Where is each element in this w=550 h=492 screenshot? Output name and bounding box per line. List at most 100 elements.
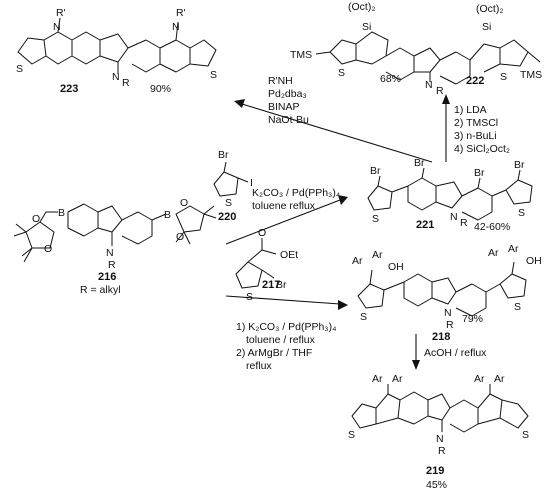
compound-222-structure [315,31,541,85]
atom-oh-218-right: OH [526,255,542,267]
atom-s-221-right: S [518,207,525,219]
compound-220-structure [213,161,249,197]
compound-218-structure [357,261,527,317]
cond-222-line-4: 4) SiCl₂Oct₂ [454,143,510,155]
atom-s-222-right: S [500,71,507,83]
atom-br-221-3: Br [474,167,485,179]
atom-n-216: N [106,247,114,259]
atom-ar-218-3: Ar [488,247,499,259]
atom-br-221-4: Br [514,159,525,171]
arrow-216-to-218 [225,295,348,310]
atom-r-221: R [460,217,468,229]
atom-b-216-left: B [58,207,65,219]
compound-221-yield: 42-60% [474,221,510,233]
atom-n-219: N [436,433,444,445]
cond-220-line-1: K₂CO₃ / Pd(PPh₃)₄ [252,187,340,199]
compound-216-label: 216 [98,271,116,283]
atom-o-217: O [258,227,266,239]
cond-223-line-2: Pd₂dba₃ [268,88,307,100]
atom-r-216: R [108,259,116,271]
atom-br-220: Br [218,149,229,161]
atom-ar-219-1: Ar [372,373,383,385]
compound-216-structure [13,203,217,263]
cond-219-line-1: AcOH / reflux [424,347,487,359]
atom-s-223-right: S [210,69,217,81]
atom-ar-218-4: Ar [508,243,519,255]
cond-217-line-1: 1) K₂CO₃ / Pd(PPh₃)₄ [236,321,336,333]
atom-n-223-left: N [53,21,61,33]
atom-ar-218-2: Ar [372,249,383,261]
compound-219-yield: 45% [426,479,447,491]
compound-220-label: 220 [218,211,236,223]
atom-s-218-right: S [514,301,521,313]
atom-n-223-center: N [112,71,120,83]
atom-oct2-left: (Oct)₂ [348,1,375,13]
cond-223-line-3: BINAP [268,101,300,113]
atom-s-218-left: S [360,311,367,323]
compound-221-label: 221 [416,219,434,231]
atom-s-221-left: S [372,213,379,225]
compound-217-structure [235,238,277,289]
compound-217-label: 217 [262,279,280,291]
atom-tms-right: TMS [520,69,542,81]
atom-o-216-2: O [44,243,52,255]
atom-ar-219-3: Ar [474,373,485,385]
atom-ar-219-4: Ar [494,373,505,385]
compound-219-structure [351,384,529,433]
atom-br-221-2: Br [414,157,425,169]
atom-si-left: Si [362,21,371,33]
atom-s-223-left: S [16,63,23,75]
compound-216-note: R = alkyl [80,284,121,296]
cond-223-line-1: R'NH [268,75,293,87]
arrow-216-to-221 [225,195,348,245]
arrow-218-to-219 [412,334,420,370]
cond-217-line-2: toluene / reflux [246,334,316,346]
atom-tms-left: TMS [290,49,312,61]
compound-219-label: 219 [426,465,444,477]
compound-223-yield: 90% [150,83,171,95]
atom-ar-219-2: Ar [392,373,403,385]
atom-i-220: I [250,177,253,189]
cond-217-line-3: 2) ArMgBr / THF [236,347,312,359]
atom-oh-218-left: OH [388,261,404,273]
cond-222-line-1: 1) LDA [454,104,487,116]
atom-oet-217: OEt [280,249,298,261]
atom-r-222: R [436,85,444,97]
compound-222-yield: 68% [380,73,401,85]
compound-222-label: 222 [466,75,484,87]
atom-br-221-1: Br [370,165,381,177]
atom-s-222-left: S [338,67,345,79]
compound-218-label: 218 [432,331,450,343]
atom-n-221: N [450,211,458,223]
atom-oct2-right: (Oct)₂ [476,3,503,15]
atom-n-222: N [425,79,433,91]
arrow-221-to-223 [234,99,433,163]
atom-n-218: N [444,307,452,319]
atom-b-216-right: B [164,209,171,221]
atom-r-219: R [438,445,446,457]
cond-223-line-4: NaOt-Bu [268,114,309,126]
compound-218-yield: 79% [462,313,483,325]
atom-r-223-center: R [122,77,130,89]
atom-o-216-1: O [32,213,40,225]
atom-s-219-left: S [348,429,355,441]
compound-223-label: 223 [60,83,78,95]
atom-o-216-3: O [180,197,188,209]
atom-si-right: Si [482,21,491,33]
atom-n-223-right: N [172,21,180,33]
cond-220-line-2: toluene reflux [252,200,316,212]
atom-s-219-right: S [522,429,529,441]
atom-br-217: Br [276,279,287,291]
atom-r-prime-left: R' [56,7,66,19]
compound-221-structure [367,167,533,221]
atom-ar-218-1: Ar [352,255,363,267]
cond-222-line-3: 3) n-BuLi [454,130,497,142]
cond-217-line-4: reflux [246,360,272,372]
cond-222-line-2: 2) TMSCl [454,117,498,129]
atom-s-217: S [246,291,253,303]
atom-r-218: R [446,319,454,331]
arrow-221-to-222 [442,94,450,162]
atom-r-prime-right: R' [176,7,186,19]
atom-s-220: S [225,197,232,209]
